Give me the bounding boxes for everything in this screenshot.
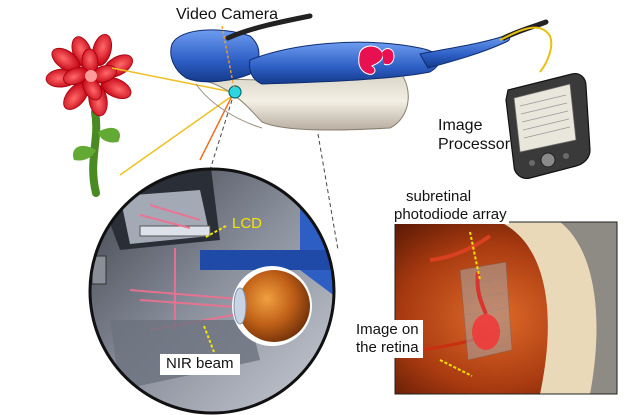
label-video-camera: Video Camera	[176, 6, 278, 23]
label-image-on-retina: Image on the retina	[352, 320, 423, 358]
label-image-on-retina-line2: the retina	[356, 339, 419, 356]
retina-inset	[394, 221, 618, 395]
label-subretinal-line2: photodiode array	[394, 206, 507, 223]
goggles-illustration	[170, 13, 549, 131]
logo-icon	[358, 45, 395, 75]
light-rays	[111, 67, 233, 176]
label-subretinal-line1: subretinal	[406, 188, 472, 205]
cable	[499, 26, 553, 73]
callout-lines	[209, 99, 339, 251]
label-nir-beam: NIR beam	[160, 354, 240, 375]
optics-inset	[88, 167, 336, 415]
label-image-on-retina-line1: Image on	[356, 321, 419, 338]
label-lcd: LCD	[232, 215, 263, 232]
label-image-processor-line2: Processor	[438, 136, 511, 153]
flower-illustration	[45, 33, 133, 197]
label-image-processor: Image Processor	[438, 116, 510, 154]
label-subretinal: subretinal photodiode array	[392, 188, 509, 224]
image-processor-device	[505, 73, 591, 179]
label-image-processor-line1: Image	[438, 117, 483, 134]
